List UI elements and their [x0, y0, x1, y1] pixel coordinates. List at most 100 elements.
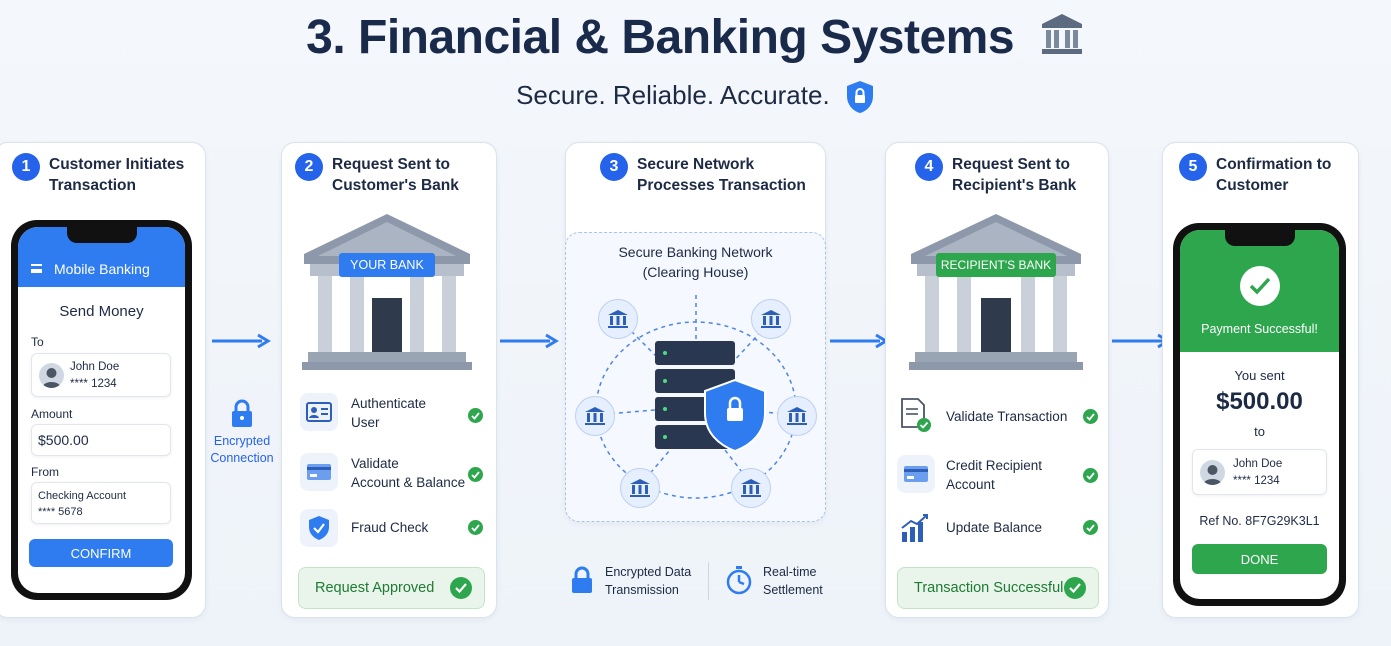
- amount-label: Amount: [31, 407, 73, 421]
- confirm-button[interactable]: CONFIRM: [29, 539, 173, 567]
- step4-title-line1: Request Sent to: [952, 156, 1070, 173]
- bank1-check3-line1: Fraud Check: [351, 520, 429, 535]
- footer-divider: [708, 562, 709, 600]
- done-button[interactable]: DONE: [1192, 544, 1327, 574]
- bank2-check2-label: Credit Recipient Account: [946, 456, 1042, 494]
- network-title: Secure Banking Network (Clearing House): [565, 242, 826, 282]
- payment-successful-text: Payment Successful!: [1201, 322, 1318, 336]
- to-word: to: [1254, 424, 1265, 439]
- page-title: 3. Financial & Banking Systems: [0, 10, 1391, 69]
- success-check-icon: [1240, 266, 1280, 306]
- step4-number: 4: [915, 153, 943, 181]
- realtime-line2: Settlement: [763, 583, 823, 597]
- from-label: From: [31, 465, 59, 479]
- encrypted-connection: Encrypted Connection: [206, 398, 278, 467]
- recipient-field[interactable]: John Doe **** 1234: [31, 353, 171, 397]
- amount-input[interactable]: $500.00: [31, 424, 171, 456]
- check-icon: [1083, 409, 1098, 424]
- you-sent-label: You sent: [1234, 368, 1285, 383]
- confirm-recipient-account: **** 1234: [1233, 475, 1280, 487]
- recipient-account: **** 1234: [70, 378, 117, 390]
- app-title: Mobile Banking: [54, 261, 150, 277]
- flow-arrow-1: [212, 333, 271, 349]
- from-account-number: **** 5678: [38, 506, 83, 518]
- phone-confirmation: Payment Successful! You sent $500.00 to …: [1173, 223, 1346, 606]
- step5-title-line1: Confirmation to: [1216, 156, 1332, 173]
- bank-icon: [1039, 11, 1085, 69]
- shield-check-icon: [300, 509, 338, 547]
- phone-sender: Mobile Banking Send Money To John Doe **…: [11, 220, 192, 600]
- stopwatch-icon: [726, 566, 752, 595]
- step3-title-line2: Processes Transaction: [637, 177, 806, 194]
- amount-value: $500.00: [38, 432, 89, 448]
- flow-arrow-3: [830, 333, 889, 349]
- step5-title: Confirmation to Customer: [1216, 154, 1331, 196]
- sent-amount: $500.00: [1216, 388, 1303, 415]
- id-card-icon: [300, 393, 338, 431]
- step2-title: Request Sent to Customer's Bank: [332, 154, 459, 196]
- phone-notch: [66, 227, 137, 243]
- bank-node-icon: [731, 468, 771, 508]
- step5-title-line2: Customer: [1216, 177, 1289, 194]
- your-bank-sign: YOUR BANK: [339, 253, 435, 277]
- recipient-bank-building: [907, 212, 1085, 372]
- chart-icon: [899, 512, 931, 549]
- bank1-check2-line1: Validate: [351, 456, 399, 471]
- recipient-name: John Doe: [70, 361, 120, 373]
- step1-number: 1: [12, 153, 40, 181]
- send-money-title: Send Money: [59, 303, 144, 320]
- step2-number: 2: [295, 153, 323, 181]
- bank2-check2-line1: Credit Recipient: [946, 458, 1043, 473]
- step1-title-line2: Transaction: [49, 177, 136, 194]
- check-icon: [468, 408, 483, 423]
- bank-node-icon: [575, 396, 615, 436]
- check-icon: [1083, 468, 1098, 483]
- bank2-check1-label: Validate Transaction: [946, 409, 1068, 424]
- bank1-check1-line1: Authenticate: [351, 396, 427, 411]
- transaction-successful-text: Transaction Successful: [914, 580, 1064, 596]
- phone-notch: [1224, 230, 1295, 246]
- recipient-card: John Doe **** 1234: [1192, 449, 1327, 495]
- avatar-icon: [39, 363, 64, 388]
- lock-icon: [232, 399, 252, 427]
- step5-number: 5: [1179, 153, 1207, 181]
- menu-icon[interactable]: [31, 264, 42, 273]
- flow-arrow-2: [500, 333, 559, 349]
- realtime-settlement-label: Real-time Settlement: [763, 563, 823, 599]
- card-icon: [897, 455, 935, 493]
- check-icon: [468, 467, 483, 482]
- from-account-field[interactable]: Checking Account **** 5678: [31, 482, 171, 524]
- encrypted-connection-line1: Encrypted: [213, 434, 271, 448]
- bank-node-icon: [598, 299, 638, 339]
- encrypted-data-label: Encrypted Data Transmission: [605, 563, 691, 599]
- from-account-name: Checking Account: [38, 490, 127, 502]
- step2-title-line2: Customer's Bank: [332, 177, 459, 194]
- bank1-check2-label: Validate Account & Balance: [351, 454, 465, 492]
- encrypted-data-line1: Encrypted Data: [605, 565, 692, 579]
- step4-title-line2: Recipient's Bank: [952, 177, 1077, 194]
- recipient-bank-sign: RECIPIENT'S BANK: [936, 253, 1056, 277]
- bank1-check1-label: Authenticate User: [351, 394, 426, 432]
- bank1-check1-line2: User: [351, 415, 380, 430]
- step2-title-line1: Request Sent to: [332, 156, 450, 173]
- step1-title-line1: Customer Initiates: [49, 156, 185, 173]
- card-icon: [300, 453, 338, 491]
- encrypted-connection-line2: Connection: [210, 451, 274, 465]
- subtitle-text: Secure. Reliable. Accurate.: [516, 80, 830, 110]
- transaction-successful-badge: Transaction Successful: [897, 567, 1099, 609]
- avatar-icon: [1200, 460, 1225, 485]
- check-circle-icon: [450, 577, 472, 599]
- to-label: To: [31, 335, 44, 349]
- step3-number: 3: [600, 153, 628, 181]
- check-icon: [468, 520, 483, 535]
- request-approved-text: Request Approved: [315, 580, 435, 596]
- step4-title: Request Sent to Recipient's Bank: [952, 154, 1076, 196]
- your-bank-building: [300, 212, 474, 372]
- title-text: 3. Financial & Banking Systems: [306, 11, 1015, 64]
- step1-title: Customer Initiates Transaction: [49, 154, 184, 196]
- bank2-check3-label: Update Balance: [946, 520, 1043, 535]
- network-title-line1: Secure Banking Network: [618, 244, 773, 260]
- bank-node-icon: [620, 468, 660, 508]
- shield-lock-icon: [846, 81, 873, 114]
- encrypted-data-line2: Transmission: [605, 583, 679, 597]
